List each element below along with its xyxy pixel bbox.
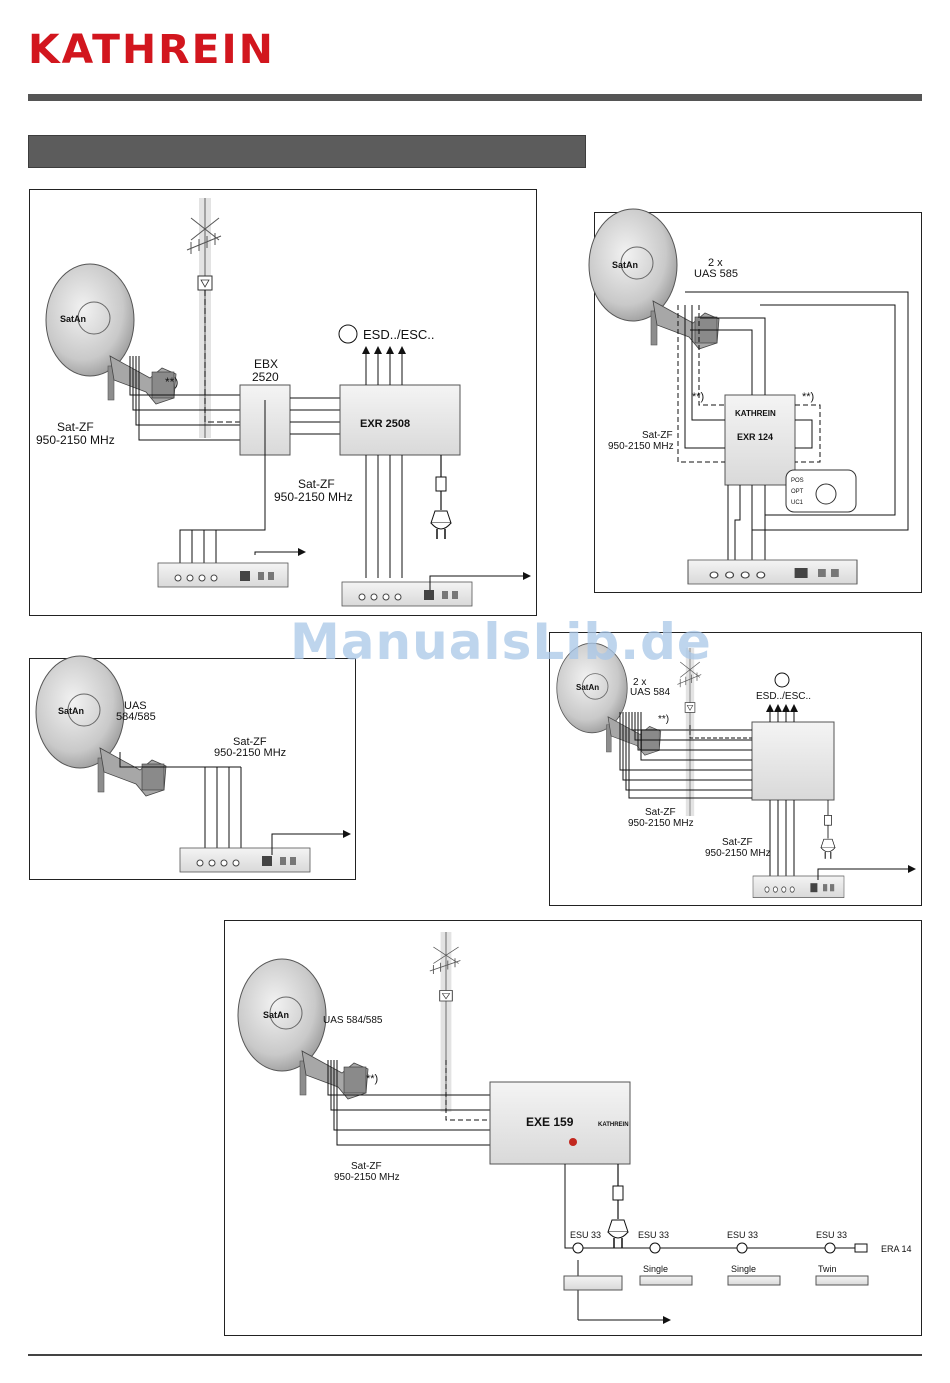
if-range-2: 950-2150 MHz — [274, 490, 353, 504]
lnb-label-5: UAS 584/585 — [323, 1015, 383, 1026]
if-range-5: 950-2150 MHz — [628, 818, 694, 829]
device-label-5: EXE 159 — [526, 1115, 574, 1129]
diagram-5: SatAn UAS 584/585 **) Sat-ZF 950-2150 MH… — [237, 931, 912, 1324]
note-marker-4: **) — [658, 714, 669, 725]
terminator-icon — [854, 1243, 868, 1253]
dish-logo-3: SatAn — [58, 706, 84, 716]
dish-logo-2: SatAn — [612, 260, 638, 270]
power-plug-icon-3 — [607, 1163, 629, 1249]
diagram-1: SatAn **) Sat-ZF 950-2150 MHz EBX 2520 E — [36, 197, 531, 607]
socket-label-1: ESU 33 — [570, 1230, 601, 1240]
note-marker: **) — [165, 375, 178, 389]
rotary-switch-icon — [815, 483, 837, 505]
socket-icon-2 — [649, 1242, 661, 1254]
footer-rule — [28, 1354, 922, 1356]
diagram-3: SatAn UAS 584/585 Sat-ZF 950-2150 MHz — [35, 655, 351, 873]
terrestrial-antenna-icon — [186, 197, 222, 439]
socket-icon-3 — [736, 1242, 748, 1254]
lnb-model-3: 584/585 — [116, 711, 156, 723]
outlet-icon — [338, 324, 358, 344]
note-marker-right: **) — [802, 391, 814, 403]
receiver-twin — [815, 1275, 869, 1286]
outputs-label: ESD../ESC.. — [363, 327, 435, 342]
note-marker-5: **) — [366, 1073, 378, 1085]
lnb-count: 2 x — [708, 257, 723, 269]
modem-device — [563, 1275, 623, 1291]
section-title-bar — [28, 135, 586, 168]
receiver-2 — [341, 581, 473, 607]
exr-2508-multiswitch — [339, 384, 461, 456]
switch-uc1: UC1 — [791, 500, 804, 506]
switch-label: EBX — [254, 357, 278, 371]
if-label-5: Sat-ZF — [645, 807, 676, 818]
power-plug-icon-2 — [820, 799, 836, 860]
receiver-single-1 — [639, 1275, 693, 1286]
power-plug-icon — [430, 454, 452, 540]
receiver-4 — [179, 847, 311, 873]
dish-logo: SatAn — [60, 314, 86, 324]
socket-label-2: ESU 33 — [638, 1230, 669, 1240]
if-label: Sat-ZF — [57, 420, 94, 434]
indicator-icon — [569, 1138, 577, 1146]
device-label: EXR 2508 — [360, 418, 410, 430]
receiver-label-2: Single — [731, 1264, 756, 1274]
socket-label-3: ESU 33 — [727, 1230, 758, 1240]
device-label-2: EXR 124 — [737, 432, 773, 442]
terrestrial-antenna-icon-2 — [676, 647, 702, 817]
receiver-1 — [157, 562, 289, 588]
device-brand: KATHREIN — [735, 409, 776, 418]
terrestrial-antenna-icon-3 — [429, 931, 461, 1113]
satellite-dish-icon-3 — [35, 655, 167, 797]
if-label-3: Sat-ZF — [642, 430, 673, 441]
switch-model: 2520 — [252, 370, 279, 384]
socket-icon-1 — [572, 1242, 584, 1254]
outputs-label-4: ESD../ESC.. — [756, 691, 811, 702]
switch-pos: POS — [791, 478, 804, 484]
dish-logo-4: SatAn — [576, 683, 599, 692]
satellite-dish-icon-5 — [237, 958, 369, 1100]
header-rule — [28, 94, 922, 101]
socket-label-4: ESU 33 — [816, 1230, 847, 1240]
if-range-3: 950-2150 MHz — [608, 441, 674, 452]
if-range: 950-2150 MHz — [36, 433, 115, 447]
dish-logo-5: SatAn — [263, 1010, 289, 1020]
lnb-count-4: 2 x — [633, 677, 646, 688]
socket-icon-4 — [824, 1242, 836, 1254]
if-label-6: Sat-ZF — [722, 837, 753, 848]
exr-124-multiswitch — [724, 394, 796, 486]
exr-multiswitch-4 — [751, 721, 835, 801]
note-marker-left: **) — [692, 391, 704, 403]
receiver-single-2 — [727, 1275, 781, 1286]
receiver-label-3: Twin — [818, 1264, 837, 1274]
outlet-icon-2 — [774, 672, 790, 688]
terminator-label: ERA 14 — [881, 1244, 912, 1254]
if-range-6: 950-2150 MHz — [705, 848, 771, 859]
switch-opt: OPT — [791, 489, 804, 495]
if-range-4: 950-2150 MHz — [214, 747, 286, 759]
receiver-label-1: Single — [643, 1264, 668, 1274]
if-label-7: Sat-ZF — [351, 1161, 382, 1172]
kathrein-logo: KATHREIN — [28, 27, 275, 73]
if-label-4: Sat-ZF — [233, 736, 267, 748]
if-label-2: Sat-ZF — [298, 477, 335, 491]
diagram-4: SatAn 2 x UAS 584 **) ESD../ESC.. — [556, 642, 916, 899]
exe-159-amplifier — [489, 1081, 631, 1165]
watermark: ManualsLib.de — [290, 613, 712, 671]
lnb-label: UAS — [124, 700, 147, 712]
receiver-5 — [752, 875, 845, 899]
device-brand-5: KATHREIN — [598, 1122, 629, 1128]
lnb-model: UAS 585 — [694, 268, 738, 280]
lnb-model-4: UAS 584 — [630, 687, 670, 698]
if-range-7: 950-2150 MHz — [334, 1172, 400, 1183]
receiver-3 — [687, 559, 858, 585]
diagram-2: SatAn 2 x UAS 585 KATHREIN EXR 124 **) *… — [588, 208, 909, 585]
satellite-dish-icon — [45, 263, 177, 405]
